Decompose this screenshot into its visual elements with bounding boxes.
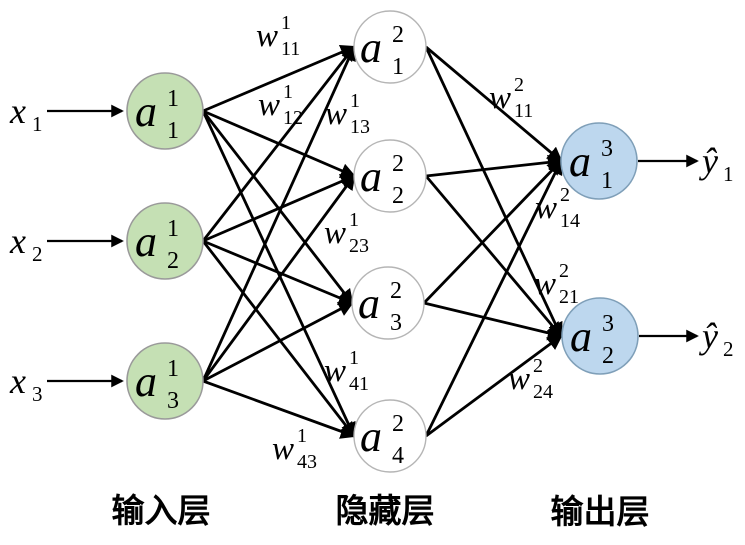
edge-a22-a31 xyxy=(425,154,564,178)
edge-a24-a32 xyxy=(425,334,563,438)
output-arrows xyxy=(638,154,699,343)
edge-a21-a31 xyxy=(425,45,563,163)
edges-input-hidden xyxy=(201,44,357,439)
layer-label-input: 输入层 xyxy=(112,492,211,529)
edge-a12-a21 xyxy=(201,45,356,242)
edge-a13-a21 xyxy=(201,44,356,382)
edge-a13-a23 xyxy=(202,301,355,383)
node-circle-a2-4 xyxy=(353,399,427,473)
input-layer-nodes xyxy=(126,72,204,420)
edge-a13-a24 xyxy=(202,379,357,439)
edge-a24-a31 xyxy=(424,158,563,437)
edge-a23-a32 xyxy=(423,301,564,341)
node-circle-a2-1 xyxy=(353,10,427,84)
node-circle-a3-1 xyxy=(560,122,638,200)
node-circle-a2-2 xyxy=(353,139,427,213)
layer-label-hidden: 隐藏层 xyxy=(336,492,435,529)
edge-a23-a31 xyxy=(422,159,563,304)
edges-hidden-output xyxy=(422,45,564,438)
edge-a12-a22 xyxy=(202,174,357,243)
edge-a21-a32 xyxy=(424,46,563,339)
edge-a13-a22 xyxy=(201,174,356,382)
edge-a12-a24 xyxy=(201,240,356,438)
layer-label-output: 输出层 xyxy=(551,493,650,530)
edge-a11-a21 xyxy=(202,45,357,113)
node-circle-a3-2 xyxy=(561,297,639,375)
layer-captions: 输入层 隐藏层 输出层 xyxy=(112,492,650,530)
hidden-layer-nodes xyxy=(351,10,427,473)
edge-a12-a23 xyxy=(202,239,355,306)
edge-a22-a32 xyxy=(424,175,563,338)
output-layer-nodes xyxy=(560,122,639,375)
node-circle-a1-1 xyxy=(126,72,204,150)
input-arrows xyxy=(47,104,124,388)
edge-a11-a23 xyxy=(201,110,354,305)
node-circle-a2-3 xyxy=(351,266,425,340)
node-circle-a1-3 xyxy=(126,342,204,420)
node-circle-a1-2 xyxy=(126,202,204,280)
